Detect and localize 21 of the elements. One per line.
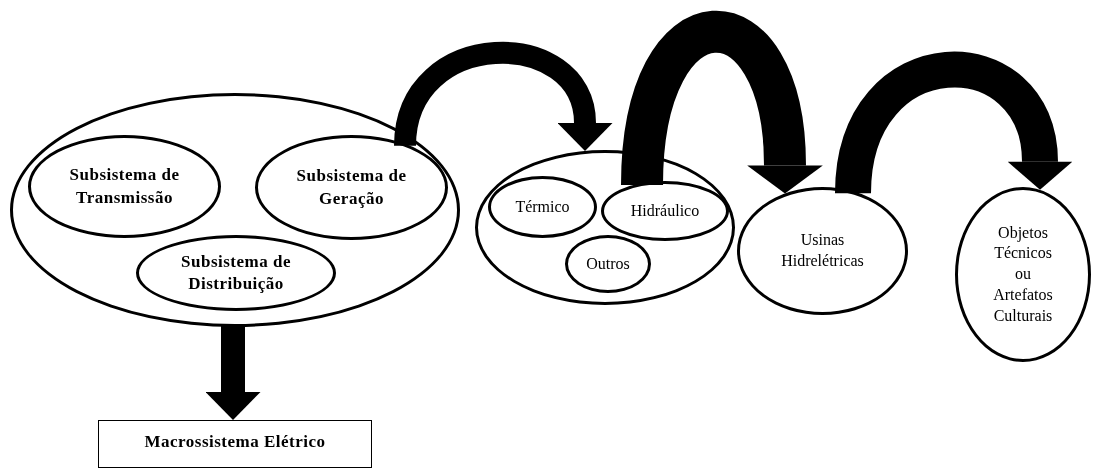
node-label: Subsistema de Transmissão bbox=[68, 164, 181, 209]
ellipse-node bbox=[601, 181, 729, 241]
node-label: Térmico bbox=[515, 196, 570, 217]
node-label: Subsistema de Geração bbox=[295, 165, 408, 210]
node-label: Usinas Hidrelétricas bbox=[780, 230, 865, 271]
group-ellipse bbox=[475, 150, 735, 305]
ellipse-node bbox=[565, 235, 651, 293]
text-box bbox=[98, 420, 372, 468]
ellipse-node bbox=[488, 176, 597, 238]
ellipse-node bbox=[955, 187, 1091, 362]
ellipse-node bbox=[136, 235, 336, 311]
node-label: Hidráulico bbox=[630, 200, 700, 221]
node-label: Outros bbox=[586, 253, 630, 274]
group-ellipse bbox=[10, 93, 460, 327]
node-label: Objetos Técnicos ou Artefatos Culturais bbox=[992, 222, 1054, 326]
node-label: Subsistema de Distribuição bbox=[180, 250, 292, 295]
ellipse-node bbox=[737, 187, 908, 315]
ellipse-node bbox=[28, 135, 221, 238]
curved-arrow bbox=[205, 325, 261, 420]
ellipse-node bbox=[255, 135, 448, 240]
node-label: Macrossistema Elétrico bbox=[144, 431, 326, 453]
